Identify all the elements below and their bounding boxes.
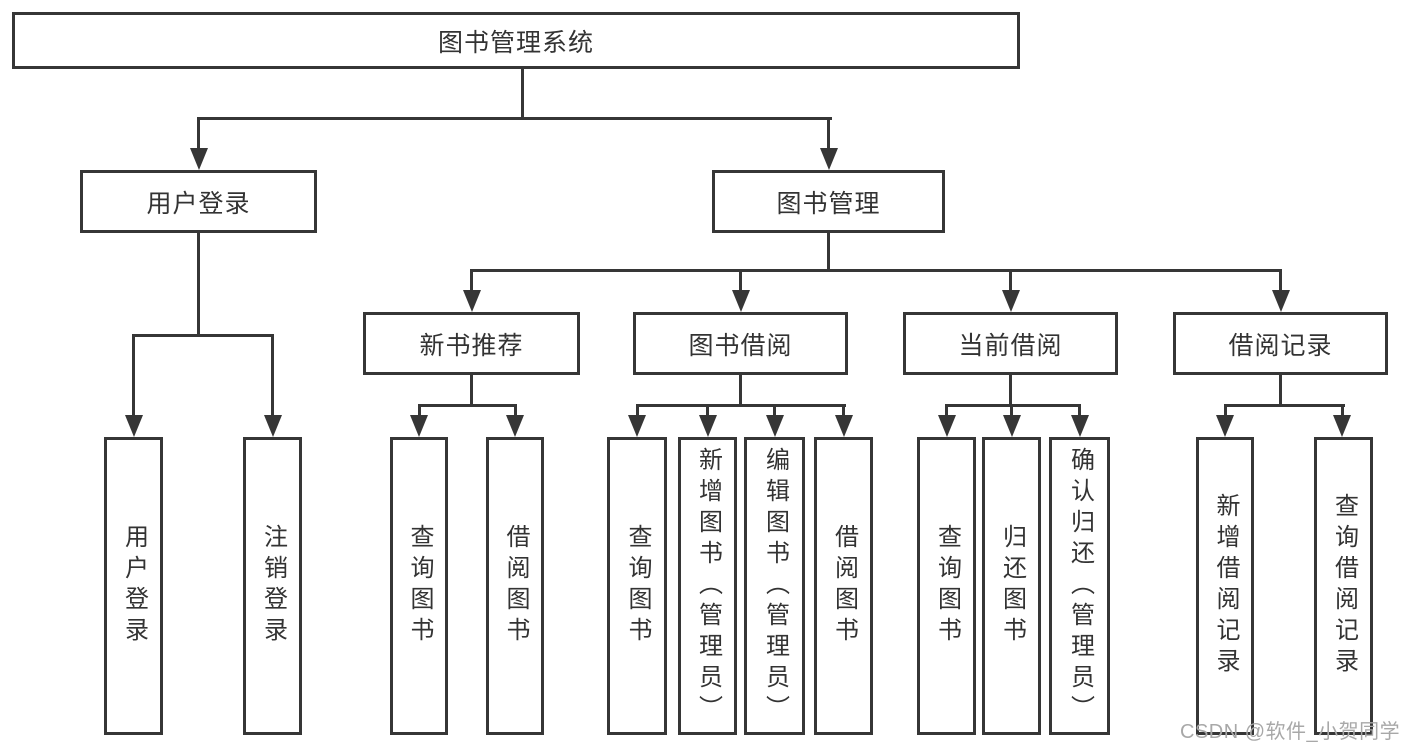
- arrowhead-down-icon: [937, 415, 956, 437]
- connector-line: [470, 268, 1282, 272]
- node-label: 查询借阅记录: [1330, 493, 1358, 679]
- node-label: 注销登录: [259, 524, 287, 648]
- node-label: 查询图书: [624, 524, 651, 648]
- node-label: 新增借阅记录: [1212, 493, 1239, 679]
- arrowhead-down-icon: [819, 148, 838, 170]
- connector-line: [1009, 375, 1012, 406]
- arrowhead-down-icon: [765, 415, 784, 437]
- node-label: 查询图书: [933, 524, 961, 648]
- arrowhead-down-icon: [731, 290, 750, 312]
- node-cb-query-books: 查询图书: [917, 437, 976, 735]
- arrowhead-down-icon: [506, 415, 524, 437]
- node-bb-borrow-books: 借阅图书: [814, 437, 873, 735]
- connector-line: [417, 405, 421, 418]
- node-nbr-query-books: 查询图书: [390, 437, 448, 735]
- node-br-query-record: 查询借阅记录: [1314, 437, 1373, 735]
- arrowhead-down-icon: [1001, 290, 1020, 312]
- node-label: 查询图书: [406, 524, 433, 648]
- connector-line: [197, 233, 200, 336]
- connector-line: [1223, 405, 1227, 418]
- connector-line: [635, 405, 639, 418]
- node-bb-query-books: 查询图书: [607, 437, 667, 735]
- arrowhead-down-icon: [1216, 415, 1234, 437]
- node-label: 确认归还（管理员）: [1066, 446, 1094, 726]
- connector-line: [1279, 270, 1282, 293]
- arrowhead-down-icon: [1070, 415, 1089, 437]
- arrowhead-down-icon: [263, 415, 282, 437]
- node-label: 编辑图书（管理员）: [761, 446, 789, 726]
- node-br-add-record: 新增借阅记录: [1196, 437, 1254, 735]
- connector-line: [842, 405, 845, 418]
- node-borrowing-records: 借阅记录: [1173, 312, 1388, 375]
- node-label: 借阅图书: [830, 524, 858, 648]
- connector-line: [197, 116, 832, 120]
- node-label: 归还图书: [998, 524, 1026, 648]
- watermark: CSDN @软件_小贺同学: [1180, 721, 1401, 743]
- arrowhead-down-icon: [410, 415, 428, 437]
- connector-line: [197, 118, 200, 151]
- node-label: 图书管理系统: [437, 28, 594, 57]
- arrowhead-down-icon: [1333, 415, 1351, 437]
- node-new-book-recommend: 新书推荐: [363, 312, 580, 375]
- arrowhead-down-icon: [462, 290, 481, 312]
- arrowhead-down-icon: [124, 415, 143, 437]
- node-logout: 注销登录: [243, 437, 302, 735]
- connector-line: [1279, 375, 1282, 406]
- arrowhead-down-icon: [628, 415, 646, 437]
- connector-line: [470, 375, 473, 406]
- node-label: 图书借阅: [688, 331, 793, 360]
- node-bb-add-books-admin: 新增图书（管理员）: [678, 437, 737, 735]
- node-label: 新书推荐: [419, 331, 524, 360]
- arrowhead-down-icon: [1002, 415, 1021, 437]
- connector-line: [1340, 405, 1344, 418]
- node-cb-return-books: 归还图书: [982, 437, 1041, 735]
- connector-line: [739, 375, 742, 406]
- connector-line: [1078, 405, 1081, 418]
- connector-line: [470, 270, 473, 293]
- node-cb-confirm-return-admin: 确认归还（管理员）: [1049, 437, 1110, 735]
- connector-line: [417, 403, 517, 407]
- connector-line: [520, 69, 524, 119]
- connector-line: [706, 405, 709, 418]
- node-book-management-system: 图书管理系统: [12, 12, 1020, 69]
- connector-line: [1223, 403, 1345, 407]
- arrowhead-down-icon: [1271, 290, 1290, 312]
- node-label: 用户登录: [146, 189, 251, 218]
- node-user-login: 用户登录: [104, 437, 163, 735]
- node-book-management: 图书管理: [712, 170, 945, 233]
- node-label: 图书管理: [776, 189, 881, 218]
- connector-line: [513, 405, 517, 418]
- node-label: 当前借阅: [958, 331, 1063, 360]
- connector-line: [132, 335, 135, 417]
- connector-line: [635, 403, 846, 407]
- connector-line: [827, 233, 830, 271]
- node-bb-edit-books-admin: 编辑图书（管理员）: [744, 437, 805, 735]
- connector-line: [739, 270, 742, 293]
- connector-line: [271, 335, 274, 417]
- connector-line: [827, 118, 830, 151]
- connector-line: [1010, 405, 1013, 418]
- node-label: 新增图书（管理员）: [694, 446, 722, 726]
- connector-line: [1009, 270, 1012, 293]
- connector-line: [132, 333, 274, 337]
- connector-line: [945, 403, 1081, 407]
- node-label: 用户登录: [120, 524, 148, 648]
- node-label: 借阅记录: [1228, 331, 1333, 360]
- node-label: 借阅图书: [502, 524, 529, 648]
- node-nbr-borrow-books: 借阅图书: [486, 437, 544, 735]
- connector-line: [773, 405, 776, 418]
- arrowhead-down-icon: [698, 415, 717, 437]
- node-current-borrowing: 当前借阅: [903, 312, 1118, 375]
- arrowhead-down-icon: [834, 415, 853, 437]
- node-book-borrowing: 图书借阅: [633, 312, 848, 375]
- node-user-login-branch: 用户登录: [80, 170, 317, 233]
- connector-line: [945, 405, 948, 418]
- arrowhead-down-icon: [189, 148, 208, 170]
